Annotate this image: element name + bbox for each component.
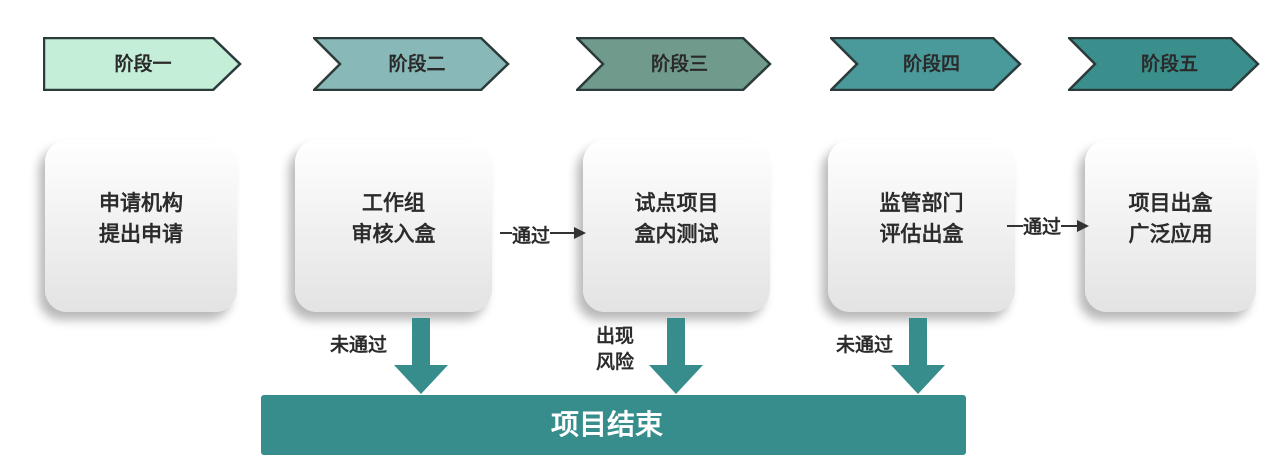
- box-text: 评估出盒: [879, 222, 964, 246]
- risk-line: 风险: [596, 351, 635, 373]
- chevron-shape: [830, 37, 1022, 91]
- box-text: 监管部门: [879, 191, 964, 215]
- stage-5: 阶段五: [1068, 37, 1261, 91]
- box-text: 提出申请: [99, 222, 183, 246]
- stage-label: 阶段二: [388, 53, 446, 75]
- stage-4: 阶段四: [830, 37, 1023, 91]
- step-box-review: 工作组审核入盒: [295, 140, 492, 312]
- pass-label-2: 通过: [1023, 214, 1062, 240]
- risk-line: 出现: [596, 325, 635, 347]
- down-arrow-icon: [394, 318, 448, 394]
- fail-label-2: 未通过: [836, 334, 894, 356]
- fail-label-1: 未通过: [330, 334, 388, 356]
- step-box-apply: 申请机构提出申请: [45, 140, 237, 312]
- stage-3: 阶段三: [576, 37, 773, 91]
- step-box-evaluate: 监管部门评估出盒: [828, 140, 1015, 312]
- chevron-shape: [313, 37, 510, 91]
- chevron-shape: [576, 37, 772, 91]
- step-box-test: 试点项目盒内测试: [583, 140, 770, 312]
- project-end-bar: 项目结束: [261, 395, 966, 455]
- chevron-shape: [43, 37, 242, 91]
- stage-label: 阶段一: [114, 53, 172, 75]
- box-text: 试点项目: [634, 191, 719, 215]
- down-arrow-icon: [891, 318, 945, 394]
- box-text: 工作组: [362, 191, 425, 215]
- pass-label-1: 通过: [512, 223, 551, 249]
- stage-2: 阶段二: [313, 37, 511, 91]
- stage-1: 阶段一: [43, 37, 243, 91]
- stage-label: 阶段四: [902, 53, 960, 75]
- box-text: 申请机构: [99, 191, 183, 215]
- chevron-shape: [1068, 37, 1260, 91]
- box-text: 盒内测试: [634, 222, 719, 246]
- risk-label: 出现 风险: [596, 323, 634, 375]
- box-text: 项目出盒: [1128, 191, 1213, 215]
- down-arrow-icon: [649, 318, 703, 394]
- stage-label: 阶段三: [650, 53, 708, 75]
- box-text: 广泛应用: [1128, 222, 1213, 246]
- step-box-release: 项目出盒广泛应用: [1085, 140, 1256, 312]
- stage-label: 阶段五: [1140, 53, 1198, 75]
- project-end-label: 项目结束: [551, 408, 664, 441]
- box-text: 审核入盒: [351, 222, 436, 246]
